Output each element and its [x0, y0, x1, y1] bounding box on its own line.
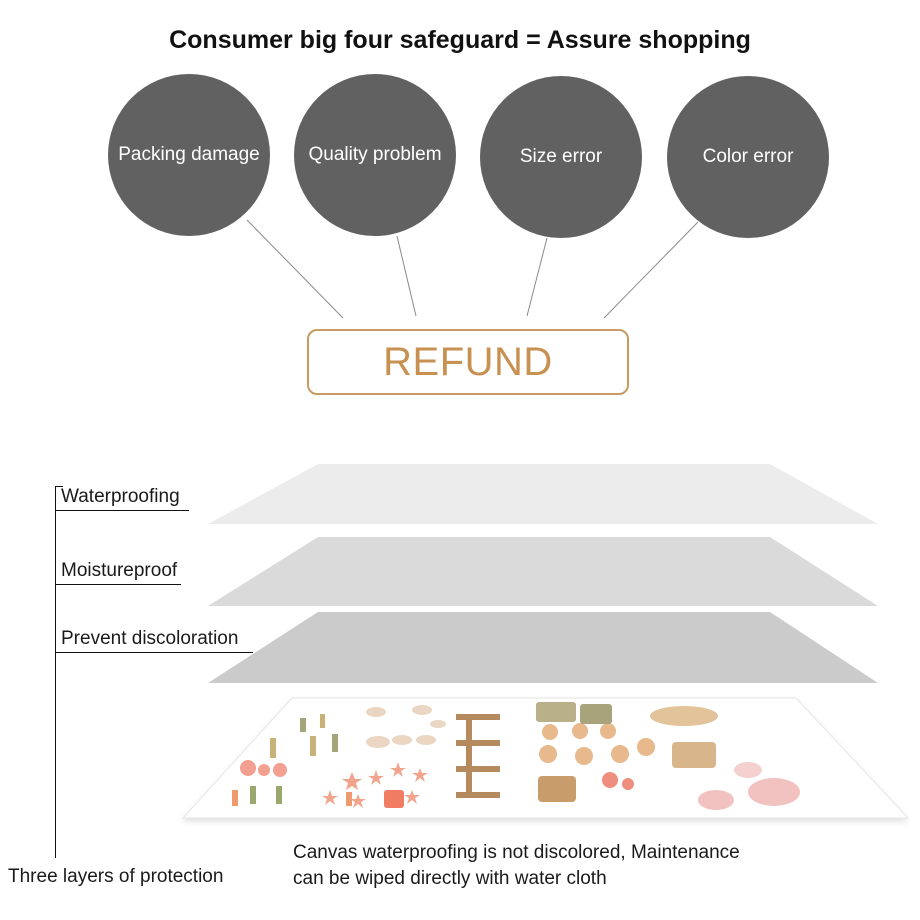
cloud-icon: [366, 736, 390, 748]
fence-icon: [456, 766, 500, 772]
cloud-icon: [416, 735, 436, 745]
cloud-icon: [412, 705, 432, 715]
safeguard-quality-problem: Quality problem: [294, 74, 456, 236]
sun-icon: [575, 747, 593, 765]
canvas-note: Canvas waterproofing is not discolored, …: [293, 840, 813, 892]
canvas-print: [181, 697, 910, 819]
sun-icon: [611, 745, 629, 763]
sun-icon: [600, 723, 616, 739]
number-sign-icon: [384, 790, 404, 808]
refund-label: REFUND: [383, 339, 553, 384]
fence-icon: [456, 740, 500, 746]
layer-label-waterproofing: Waterproofing: [55, 486, 189, 511]
safeguard-label: Color error: [702, 146, 794, 167]
cactus-icon: [580, 704, 612, 724]
cloud-icon: [392, 735, 412, 745]
layer-prevent-discoloration: [208, 612, 878, 683]
layer-label-moistureproof: Moistureproof: [55, 560, 181, 585]
layers-bracket-line: [55, 486, 56, 858]
plant-icon: [276, 786, 282, 804]
star-icon: [412, 768, 428, 782]
ball-icon: [602, 772, 618, 788]
giraffe-icon: [650, 706, 718, 726]
sun-icon: [542, 724, 558, 740]
star-icon: [350, 794, 366, 808]
sun-icon: [539, 745, 557, 763]
connector-line: [603, 221, 699, 319]
layers-bracket-cap: [55, 486, 63, 487]
basket-icon: [672, 742, 716, 768]
star-icon: [404, 790, 420, 804]
cloud-icon: [430, 720, 446, 728]
safeguard-packing-damage: Packing damage: [108, 74, 270, 236]
ball-icon: [622, 778, 634, 790]
flamingo-icon: [748, 778, 800, 806]
connector-line: [396, 235, 417, 317]
sun-icon: [637, 738, 655, 756]
canvas-note-line-1: Canvas waterproofing is not discolored, …: [293, 842, 740, 863]
star-icon: [322, 790, 338, 805]
carrot-icon: [232, 790, 238, 806]
cloud-icon: [366, 707, 386, 717]
bottle-icon: [270, 738, 276, 758]
page-title: Consumer big four safeguard = Assure sho…: [169, 26, 751, 54]
safeguard-label: Packing damage: [118, 144, 260, 165]
bottle-icon: [300, 718, 306, 732]
star-icon: [368, 770, 384, 785]
plant-icon: [250, 786, 256, 804]
ball-icon: [258, 764, 270, 776]
sun-icon: [572, 723, 588, 739]
safeguard-size-error: Size error: [480, 76, 642, 238]
bottle-icon: [310, 736, 316, 756]
bottle-icon: [320, 714, 325, 728]
connector-line: [526, 237, 548, 317]
basket-icon: [538, 776, 576, 802]
ball-icon: [273, 763, 287, 777]
carrot-icon: [346, 792, 352, 806]
flamingo-icon: [698, 790, 734, 810]
bottle-icon: [332, 734, 338, 752]
layer-moistureproof: [208, 537, 878, 606]
layers-caption: Three layers of protection: [8, 866, 224, 887]
safeguard-color-error: Color error: [667, 76, 829, 238]
star-icon: [342, 772, 362, 790]
cactus-icon: [536, 702, 576, 722]
layer-waterproofing: [208, 464, 878, 524]
fence-icon: [456, 714, 500, 720]
refund-box: REFUND: [307, 329, 629, 395]
ball-icon: [240, 760, 256, 776]
connector-line: [246, 219, 344, 319]
layer-label-prevent-discoloration: Prevent discoloration: [55, 628, 253, 653]
canvas-note-line-2: can be wiped directly with water cloth: [293, 868, 607, 889]
fence-icon: [456, 792, 500, 798]
safeguard-label: Quality problem: [308, 144, 442, 165]
star-icon: [390, 762, 406, 777]
safeguard-label: Size error: [519, 146, 603, 167]
star-group: [322, 762, 428, 808]
flamingo-icon: [734, 762, 762, 778]
tree-icon: [466, 714, 472, 796]
print-illustrations: [232, 702, 800, 810]
